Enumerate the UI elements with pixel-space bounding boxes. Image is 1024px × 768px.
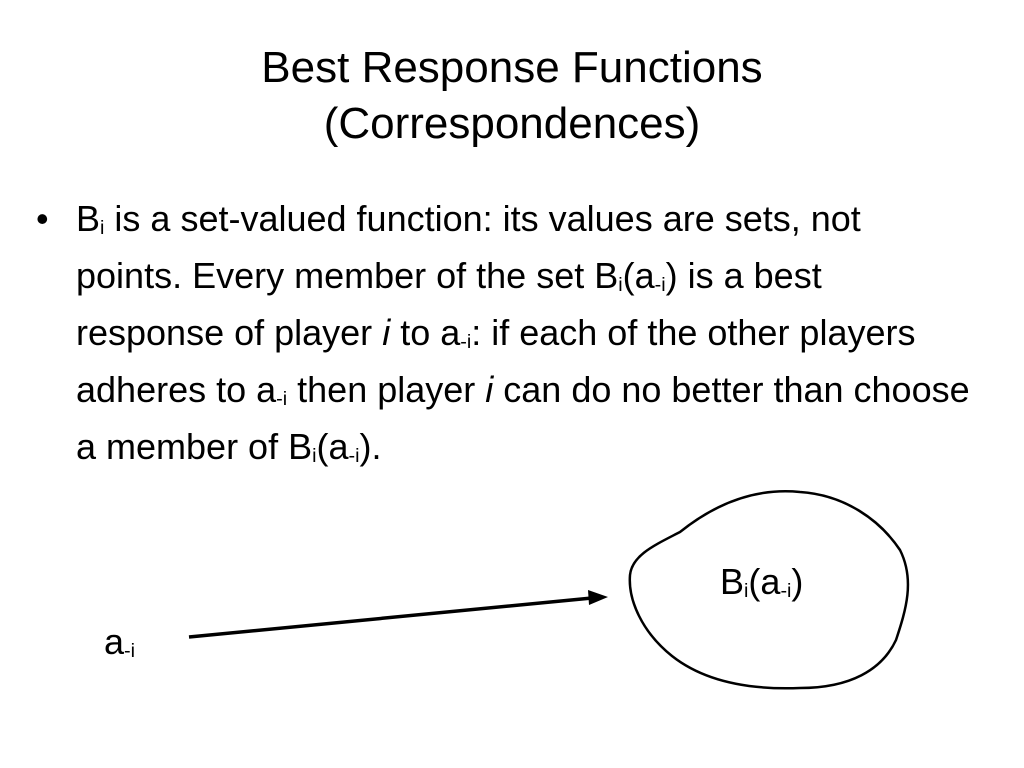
arrowhead-icon bbox=[588, 590, 608, 605]
bullet-text: B bbox=[76, 198, 101, 239]
bullet-text: ) is a best response of player bbox=[76, 255, 822, 353]
subscript: -i bbox=[460, 330, 472, 353]
bullet-text: then player bbox=[287, 369, 486, 410]
subscript: -i bbox=[276, 387, 288, 410]
title-line-2: (Correspondences) bbox=[323, 99, 701, 148]
label-b-sub2: -i bbox=[780, 579, 792, 602]
bullet-marker: • bbox=[36, 198, 49, 239]
label-a-main: a bbox=[104, 621, 125, 662]
italic-variable: i bbox=[485, 369, 494, 410]
bullet-text: : if each of the other players adheres t… bbox=[76, 312, 916, 410]
label-a-sub: -i bbox=[124, 639, 136, 662]
bullet-text: is a set-valued function: its values are… bbox=[76, 198, 861, 296]
label-best-response-set: Bi(a-i) bbox=[720, 562, 803, 602]
subscript: i bbox=[618, 273, 623, 296]
italic-variable: i bbox=[382, 312, 391, 353]
label-b-sub: i bbox=[744, 579, 749, 602]
bullet-text: (a bbox=[316, 426, 349, 467]
label-b-main: B bbox=[720, 561, 745, 602]
subscript: i bbox=[312, 444, 317, 467]
bullet-text: can do no better than choose a member of… bbox=[76, 369, 970, 467]
mapping-arrow-line bbox=[188, 596, 593, 639]
subscript: i bbox=[100, 216, 105, 239]
label-b-end: ) bbox=[791, 561, 804, 602]
subscript: -i bbox=[348, 444, 360, 467]
bullet-list: • Bi is a set-valued function: its values… bbox=[30, 190, 970, 475]
bullet-item: • Bi is a set-valued function: its values… bbox=[30, 190, 970, 475]
bullet-text: ). bbox=[359, 426, 382, 467]
subscript: -i bbox=[654, 273, 666, 296]
slide-title: Best Response Functions (Correspondences… bbox=[0, 40, 1024, 152]
label-b-mid: (a bbox=[748, 561, 781, 602]
title-line-1: Best Response Functions bbox=[261, 43, 763, 92]
best-response-set-blob bbox=[628, 490, 910, 690]
bullet-text: to a bbox=[390, 312, 461, 353]
label-a-minus-i: a-i bbox=[104, 622, 135, 662]
bullet-text: (a bbox=[622, 255, 655, 296]
